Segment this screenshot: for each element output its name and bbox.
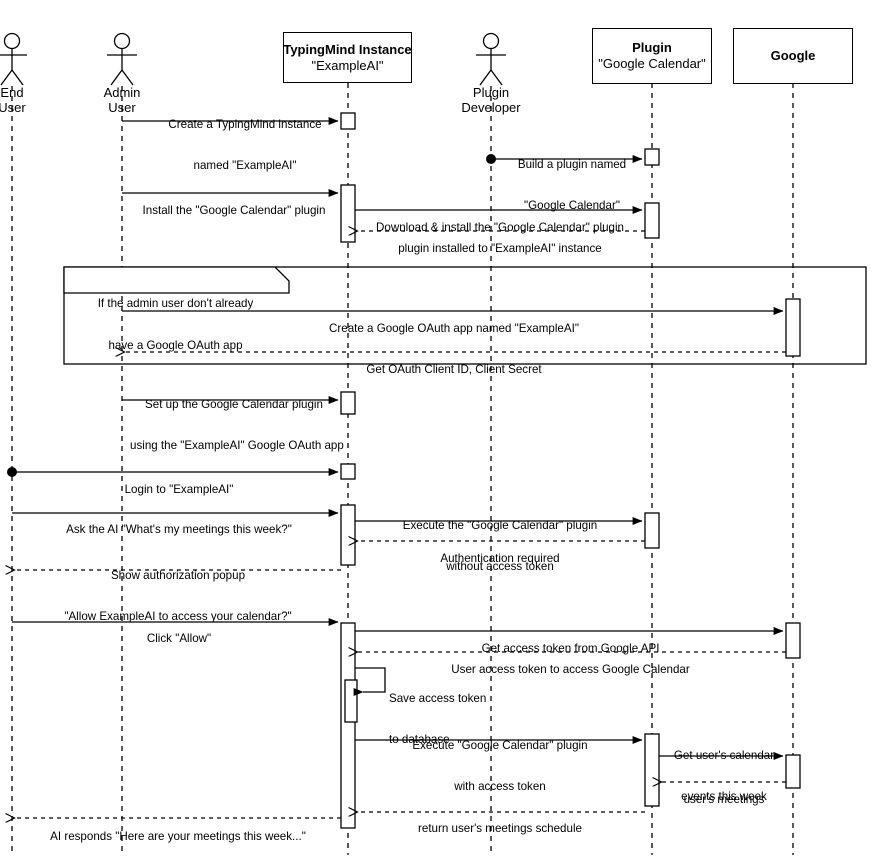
message-label-m8: Set up the Google Calendar plugin using … [130, 371, 344, 479]
message-label-m4-line1: Download & install the "Google Calendar"… [376, 221, 624, 234]
actor-figure-plugin-developer [476, 32, 506, 86]
fragment-condition-line2: have a Google OAuth app [108, 339, 243, 352]
message-label-m19: Get user's calendar events this week [662, 722, 786, 830]
participant-label-plugin-developer: Plugin Developer [421, 85, 561, 115]
participant-label-admin-user: Admin User [72, 85, 172, 115]
message-label-m17: Save access token to database [389, 665, 559, 773]
message-label-m21-line1: return user's meetings schedule [418, 822, 582, 835]
message-label-m4: Download & install the "Google Calendar"… [358, 194, 642, 262]
message-label-m12-line1: Authentication required [440, 552, 560, 565]
message-label-m9-line1: Login to "ExampleAI" [124, 483, 234, 496]
actor-figure-admin-user [107, 32, 137, 86]
message-label-m18: Execute "Google Calendar" plugin with ac… [358, 712, 642, 820]
activation-bars [340, 112, 801, 829]
participant-title-plugin: Plugin [632, 40, 672, 55]
message-label-m12: Authentication required [358, 525, 642, 593]
message-label-m16-line1: User access token to access Google Calen… [451, 663, 690, 676]
participant-label-admin-user-line1: Admin [103, 85, 141, 100]
message-label-m1-line2: named "ExampleAI" [193, 158, 297, 172]
message-label-m2: Build a plugin named "Google Calendar" [493, 131, 651, 239]
message-label-m19-line1: Get user's calendar [673, 749, 775, 762]
message-label-m20: user's meetings [662, 766, 786, 834]
message-label-m10: Ask the AI "What's my meetings this week… [20, 496, 338, 564]
message-label-m19-line2: events this week [681, 789, 767, 803]
message-label-m9: Login to "ExampleAI" [20, 456, 338, 524]
fragment-condition-line1: If the admin user don't already [97, 297, 254, 310]
participant-header-google[interactable]: Google [733, 28, 853, 84]
message-label-m18-line1: Execute "Google Calendar" plugin [412, 739, 588, 752]
message-label-m20-line1: user's meetings [683, 793, 765, 806]
message-label-m1: Create a TypingMind instance named "Exam… [130, 91, 360, 199]
participant-subtitle-typingmind: "ExampleAI" [311, 57, 384, 73]
message-label-m1-line1: Create a TypingMind instance [168, 118, 322, 131]
message-label-m7: Get OAuth Client ID, Client Secret [125, 336, 783, 404]
message-label-m18-line2: with access token [454, 779, 546, 793]
message-label-m11-line2: without access token [446, 559, 554, 573]
message-label-m17-line2: to database [389, 732, 450, 746]
message-label-m6: Create a Google OAuth app named "Example… [125, 295, 783, 363]
message-label-m2-line2: "Google Calendar" [524, 198, 620, 212]
message-label-m21: return user's meetings schedule [358, 795, 642, 859]
message-label-m7-line1: Get OAuth Client ID, Client Secret [366, 363, 542, 376]
message-label-m5: plugin installed to "ExampleAI" instance [358, 215, 642, 283]
participant-header-plugin[interactable]: Plugin "Google Calendar" [592, 28, 712, 84]
message-label-m10-line1: Ask the AI "What's my meetings this week… [66, 523, 292, 536]
participant-title-typingmind: TypingMind Instance [283, 41, 412, 57]
participant-subtitle-plugin: "Google Calendar" [598, 56, 706, 71]
message-label-m14-line1: Click "Allow" [146, 632, 212, 645]
participant-label-admin-user-line2: User [108, 100, 136, 115]
message-label-m16: User access token to access Google Calen… [358, 636, 783, 704]
message-label-m3: Install the "Google Calendar" plugin [130, 177, 338, 245]
actor-figure-end-user [0, 32, 27, 86]
participant-label-end-user-line2: User [0, 100, 26, 115]
message-label-m8-line2: using the "ExampleAI" Google OAuth app [130, 438, 344, 452]
fragment-condition-label: If the admin user don't already have a G… [68, 269, 283, 381]
message-label-m2-line1: Build a plugin named [517, 158, 627, 171]
message-label-m22-line1: AI responds "Here are your meetings this… [50, 830, 306, 843]
message-label-m8-line1: Set up the Google Calendar plugin [145, 398, 323, 411]
fragment-box [63, 266, 867, 365]
message-label-m5-line1: plugin installed to "ExampleAI" instance [398, 242, 602, 255]
message-label-m11: Execute the "Google Calendar" plugin wit… [358, 492, 642, 600]
message-label-m14: Click "Allow" [20, 605, 338, 673]
participant-label-plugin-developer-line2: Developer [461, 100, 521, 115]
participant-label-end-user-line1: End [0, 85, 24, 100]
arrow-m17-self [353, 667, 386, 696]
message-label-m22: AI responds "Here are your meetings this… [18, 803, 338, 859]
message-label-m6-line1: Create a Google OAuth app named "Example… [329, 322, 579, 335]
message-label-m13-line2: "Allow ExampleAI to access your calendar… [64, 609, 292, 623]
participant-header-typingmind[interactable]: TypingMind Instance "ExampleAI" [283, 32, 412, 83]
message-label-m13-line1: Show authorization popup [110, 569, 246, 582]
message-label-m17-line1: Save access token [389, 692, 487, 705]
message-label-m13: Show authorization popup "Allow ExampleA… [18, 542, 338, 650]
message-label-m15: Get access token from Google API [358, 615, 783, 683]
message-label-m15-line1: Get access token from Google API [481, 642, 660, 655]
participant-label-end-user: End User [0, 85, 62, 115]
participant-label-plugin-developer-line1: Plugin [472, 85, 510, 100]
message-label-m3-line1: Install the "Google Calendar" plugin [142, 204, 326, 217]
message-label-m11-line1: Execute the "Google Calendar" plugin [402, 519, 598, 532]
participant-title-google: Google [770, 48, 816, 63]
